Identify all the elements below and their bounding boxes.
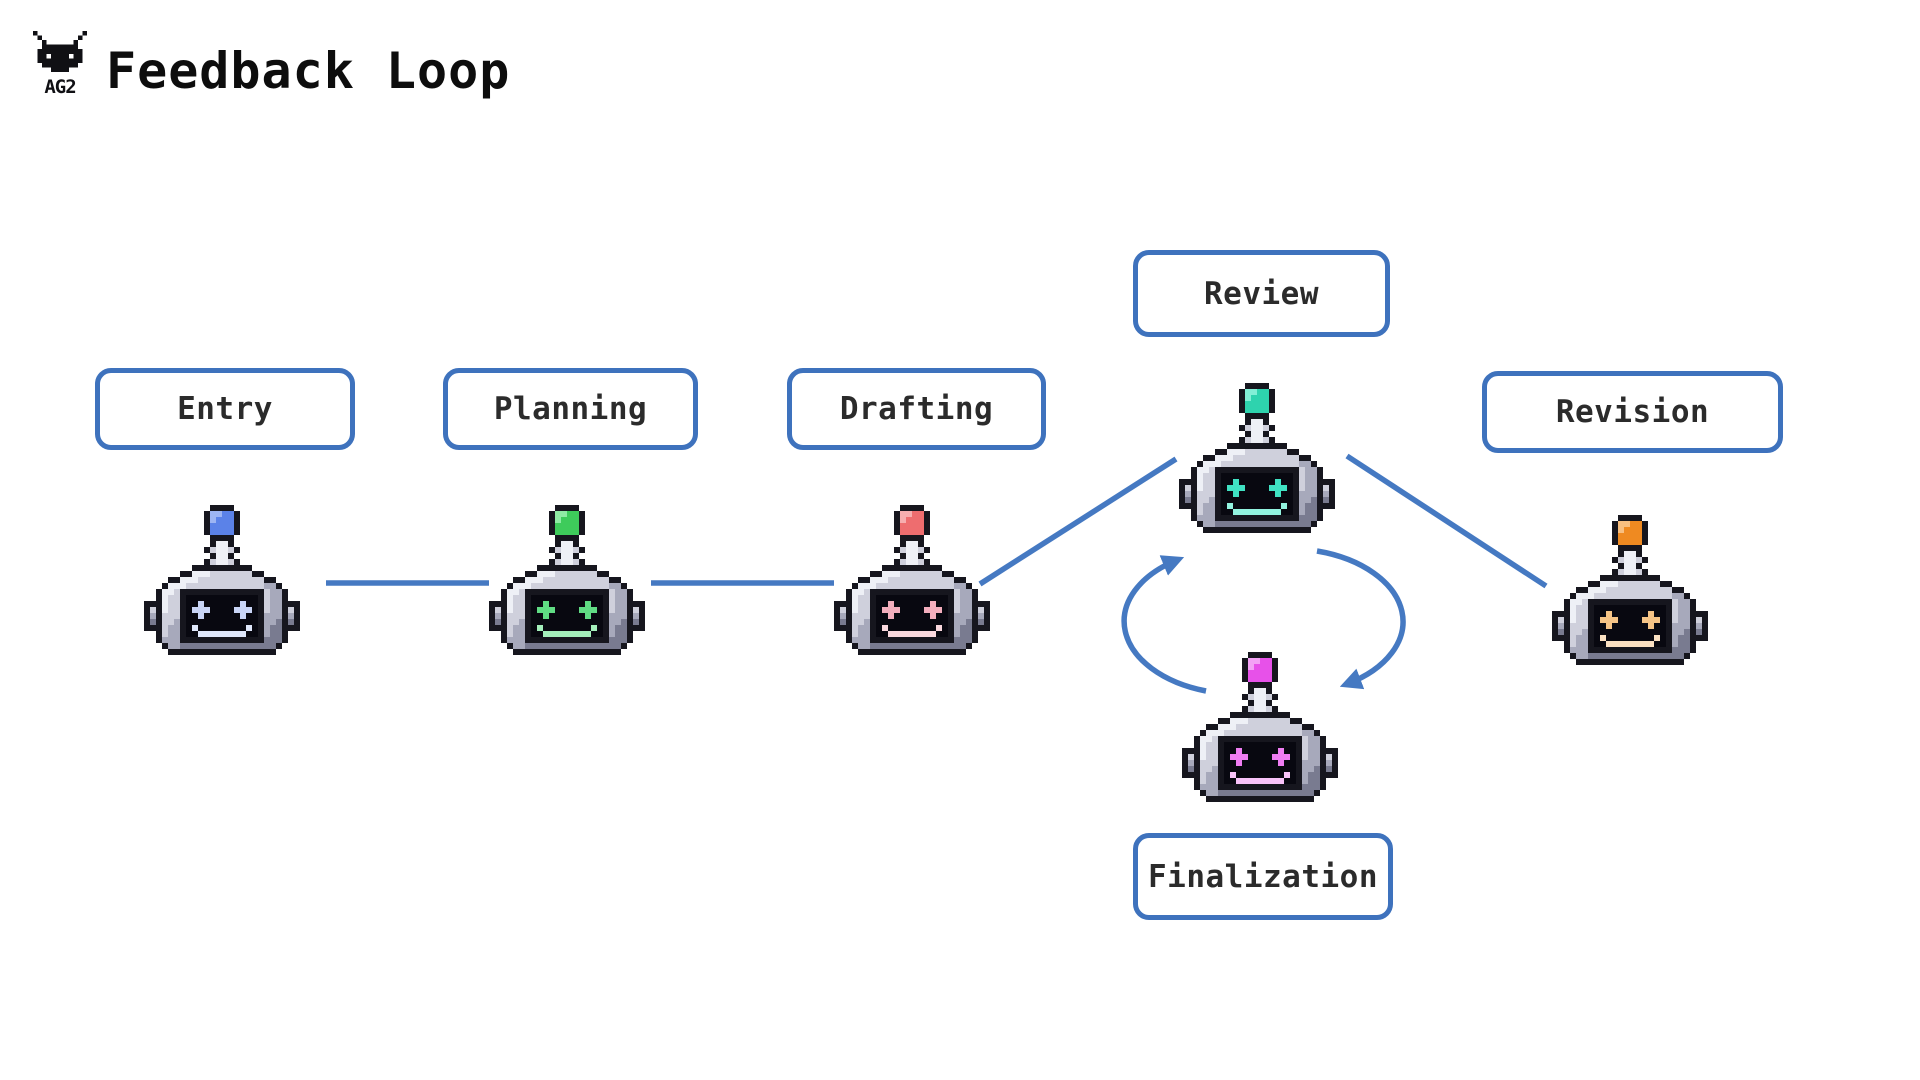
robot-avatar-drafting — [834, 505, 990, 655]
ag2-robot-logo-icon — [33, 31, 87, 72]
stage-box-planning: Planning — [443, 368, 698, 450]
stage-box-entry: Entry — [95, 368, 355, 450]
loop-arrow-revision-review — [1121, 555, 1207, 694]
stage-box-drafting: Drafting — [787, 368, 1046, 450]
connector-review-finalization — [1345, 453, 1548, 589]
stage-box-finalization: Revision — [1482, 371, 1783, 453]
robot-avatar-finalization — [1552, 515, 1708, 665]
page-title: Feedback Loop — [106, 42, 511, 100]
loop-arrow-review-revision — [1316, 548, 1406, 690]
robot-avatar-review — [1179, 383, 1335, 533]
stage-box-revision: Finalization — [1133, 833, 1393, 920]
robot-avatar-entry — [144, 505, 300, 655]
stage-box-review: Review — [1133, 250, 1390, 337]
logo-text: AG2 — [44, 76, 76, 98]
robot-avatar-planning — [489, 505, 645, 655]
connector-drafting-review — [978, 456, 1178, 587]
robot-avatar-revision — [1182, 652, 1338, 802]
